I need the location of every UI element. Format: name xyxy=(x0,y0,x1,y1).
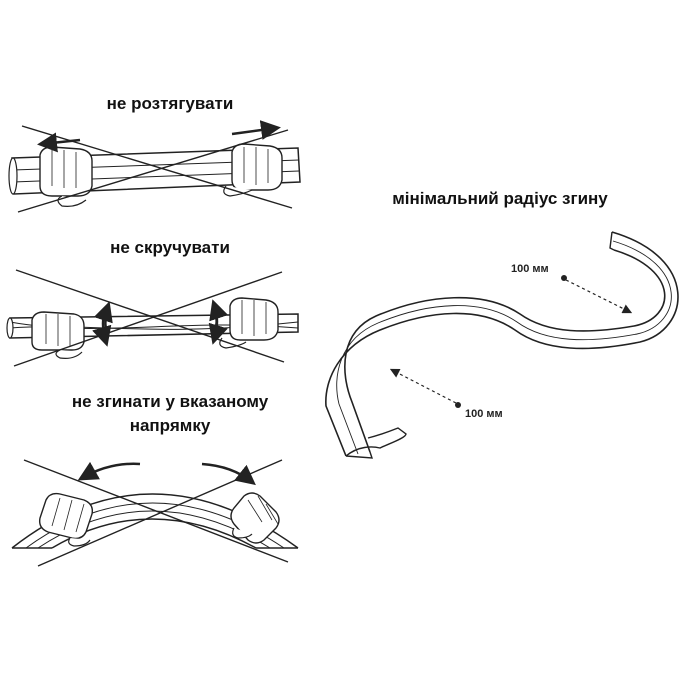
no-twist-label: не скручувати xyxy=(110,238,230,257)
bend-arrow-left xyxy=(77,461,141,481)
s-profile-outer xyxy=(325,231,679,457)
s-profile-illustration xyxy=(325,231,679,459)
s-profile-end-bottom xyxy=(345,427,407,459)
no-stretch-label: не розтягувати xyxy=(106,94,234,113)
dim-point-2 xyxy=(455,402,461,408)
bend-arrow-right xyxy=(201,462,256,486)
right-hand xyxy=(230,492,280,544)
dim-arrow-2 xyxy=(389,368,457,404)
twist-arrow-right-up xyxy=(209,299,229,329)
radius-dimension-1: 100 мм xyxy=(511,263,549,275)
radius-dimension-2: 100 мм xyxy=(465,408,503,420)
stretch-arrow-left xyxy=(37,132,81,153)
cross-line xyxy=(23,459,289,563)
twist-arrow-left-up xyxy=(93,301,113,331)
cross-line xyxy=(17,129,289,213)
cross-line xyxy=(13,271,283,367)
s-profile-inner xyxy=(344,249,666,453)
dim-arrow-1 xyxy=(565,279,633,314)
twist-illustration xyxy=(6,269,299,367)
bend-illustration xyxy=(11,459,299,567)
cross-line xyxy=(21,125,293,209)
s-profile-groove xyxy=(336,240,672,455)
right-hand xyxy=(223,143,283,197)
no-bend-label-line2: напрямку xyxy=(129,416,211,435)
left-hand xyxy=(39,146,93,207)
stretch-arrow-right xyxy=(231,120,281,140)
s-profile-end-top xyxy=(609,231,615,251)
left-hand xyxy=(31,311,85,359)
cross-line xyxy=(37,459,283,567)
dim-point-1 xyxy=(561,275,567,281)
min-radius-label: мінімальний радіус згину xyxy=(392,189,608,208)
left-hand xyxy=(38,492,94,547)
stretch-illustration xyxy=(8,120,301,213)
cross-line xyxy=(15,269,285,363)
no-bend-label-line1: не згинати у вказаному xyxy=(71,392,269,411)
